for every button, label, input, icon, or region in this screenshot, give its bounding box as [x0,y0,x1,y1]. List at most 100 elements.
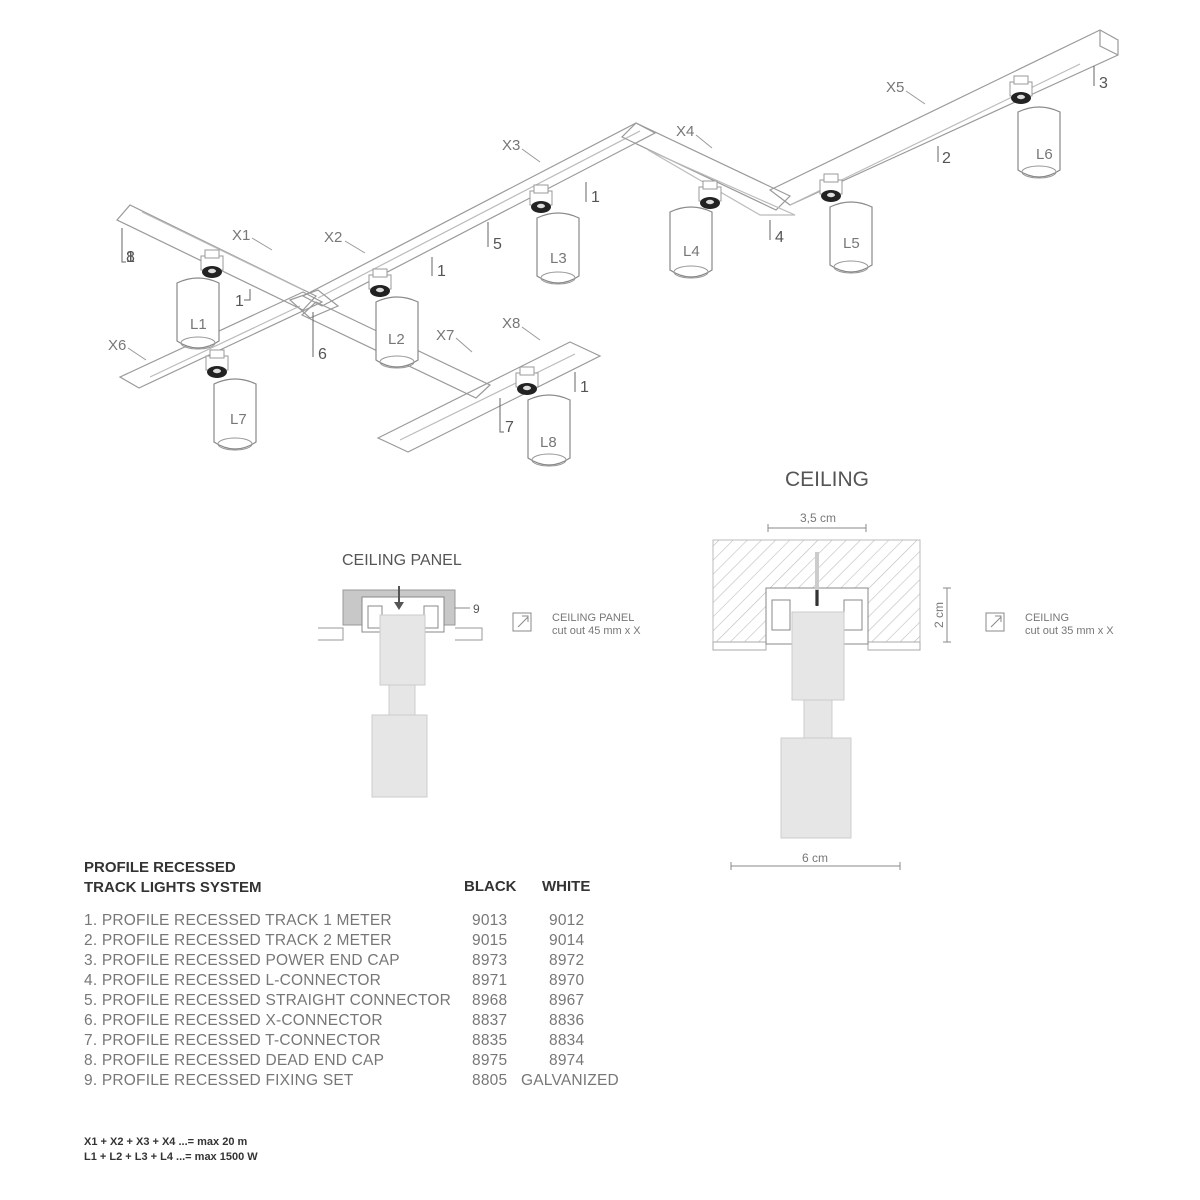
height-dimension: 2 cm [932,602,946,628]
row-black: 8968 [472,992,508,1009]
x-connector [288,289,340,319]
ceiling-title: CEILING [785,468,869,491]
part-callout: 1 [437,263,446,280]
part-callout: 1 [235,293,244,310]
table-title-1: PROFILE RECESSED [84,859,236,876]
row-white: 8970 [549,972,585,989]
table-row: 8. PROFILE RECESSED DEAD END CAP 8975 8974 [84,1052,704,1072]
limits-notes: X1 + X2 + X3 + X4 ...= max 20 m L1 + L2 … [84,1135,258,1165]
track-label: X1 [232,227,250,244]
row-name: 2. PROFILE RECESSED TRACK 2 METER [84,932,392,949]
row-black: 9015 [472,932,508,949]
table-row: 5. PROFILE RECESSED STRAIGHT CONNECTOR 89… [84,992,704,1012]
cutout-icon [985,612,1005,632]
row-white: 9014 [549,932,585,949]
row-name: 1. PROFILE RECESSED TRACK 1 METER [84,912,392,929]
column-white: WHITE [542,878,591,895]
row-name: 9. PROFILE RECESSED FIXING SET [84,1072,354,1089]
row-black: 8837 [472,1012,508,1029]
spotlights [176,75,1061,467]
length-limit-note: X1 + X2 + X3 + X4 ...= max 20 m [84,1136,248,1148]
ceiling-section: CEILING 3,5 cm 2 cm 6 cm CEILING cut out… [712,468,1114,870]
light-label: L5 [843,235,860,252]
part-callout: 2 [942,150,951,167]
light-label: L1 [190,316,207,333]
row-name: 5. PROFILE RECESSED STRAIGHT CONNECTOR [84,992,452,1009]
row-name: 7. PROFILE RECESSED T-CONNECTOR [84,1032,381,1049]
row-white: GALVANIZED [521,1072,619,1089]
part-callout-group: 1 1 1 1 1 2 3 4 5 6 7 8 [121,66,1108,436]
track-label: X5 [886,79,904,96]
row-black: 8805 [472,1072,508,1089]
track-label: X8 [502,315,520,332]
ceiling-cutout-line1: CEILING [1025,612,1069,624]
table-row: 6. PROFILE RECESSED X-CONNECTOR 8837 8836 [84,1012,704,1032]
track-x1 [116,204,317,311]
base-dimension: 6 cm [802,851,828,865]
row-black: 8971 [472,972,508,989]
track-label: X4 [676,123,694,140]
table-title-2: TRACK LIGHTS SYSTEM [84,879,262,896]
part-callout: 4 [775,229,784,246]
part-callout: 8 [126,249,135,266]
track-layout [116,29,1119,453]
width-dimension: 3,5 cm [800,511,836,525]
row-name: 6. PROFILE RECESSED X-CONNECTOR [84,1012,383,1029]
track-x4 [620,122,792,211]
table-row: 3. PROFILE RECESSED POWER END CAP 8973 897… [84,952,704,972]
ceiling-panel-title: CEILING PANEL [342,552,462,569]
light-label: L8 [540,434,557,451]
row-name: 8. PROFILE RECESSED DEAD END CAP [84,1052,385,1069]
track-x7 [300,301,492,399]
row-white: 8974 [549,1052,585,1069]
track-lower [376,341,602,453]
part-callout: 6 [318,346,327,363]
ceiling-cutout-line2: cut out 35 mm x X [1025,625,1114,637]
light-label: L6 [1036,146,1053,163]
track-x6 [118,291,324,389]
row-white: 8836 [549,1012,585,1029]
table-row: 2. PROFILE RECESSED TRACK 2 METER 9015 901… [84,932,704,952]
row-black: 9013 [472,912,508,929]
power-limit-note: L1 + L2 + L3 + L4 ...= max 1500 W [84,1151,258,1163]
ceiling-panel-section: CEILING PANEL 9 CEILING PANEL cut out 45… [318,552,641,798]
part-callout: 1 [126,249,135,266]
track-label: X2 [324,229,342,246]
column-black: BLACK [464,878,517,895]
track-label: X3 [502,137,520,154]
table-row: 9. PROFILE RECESSED FIXING SET 8805 GALVAN… [84,1072,704,1092]
row-black: 8975 [472,1052,508,1069]
row-black: 8973 [472,952,508,969]
part-callout: 5 [493,236,502,253]
part-callout: 7 [505,419,514,436]
table-rows: 1. PROFILE RECESSED TRACK 1 METER 9013 901… [84,912,704,1092]
row-white: 9012 [549,912,585,929]
light-label: L4 [683,243,700,260]
part-callout: 1 [591,189,600,206]
row-name: 3. PROFILE RECESSED POWER END CAP [84,952,400,969]
light-label: L7 [230,411,247,428]
part-callout: 3 [1099,75,1108,92]
track-label: X7 [436,327,454,344]
fixing-number: 9 [473,602,480,616]
row-name: 4. PROFILE RECESSED L-CONNECTOR [84,972,382,989]
light-label: L3 [550,250,567,267]
track-label-group: X1 X2 X3 X4 X5 X6 X7 X8 [108,79,926,361]
cutout-icon [512,612,532,632]
light-label-group: L1 L2 L3 L4 L5 L6 L7 L8 [190,146,1053,451]
panel-cutout-line2: cut out 45 mm x X [552,625,641,637]
table-row: 7. PROFILE RECESSED T-CONNECTOR 8835 8834 [84,1032,704,1052]
part-callout: 1 [580,379,589,396]
product-table: PROFILE RECESSED TRACK LIGHTS SYSTEM BLA… [84,858,704,1092]
row-white: 8967 [549,992,585,1009]
track-label: X6 [108,337,126,354]
row-white: 8834 [549,1032,585,1049]
track-x5 [768,29,1119,206]
row-white: 8972 [549,952,585,969]
table-row: 1. PROFILE RECESSED TRACK 1 METER 9013 901… [84,912,704,932]
panel-cutout-line1: CEILING PANEL [552,612,634,624]
table-row: 4. PROFILE RECESSED L-CONNECTOR 8971 8970 [84,972,704,992]
row-black: 8835 [472,1032,508,1049]
light-label: L2 [388,331,405,348]
